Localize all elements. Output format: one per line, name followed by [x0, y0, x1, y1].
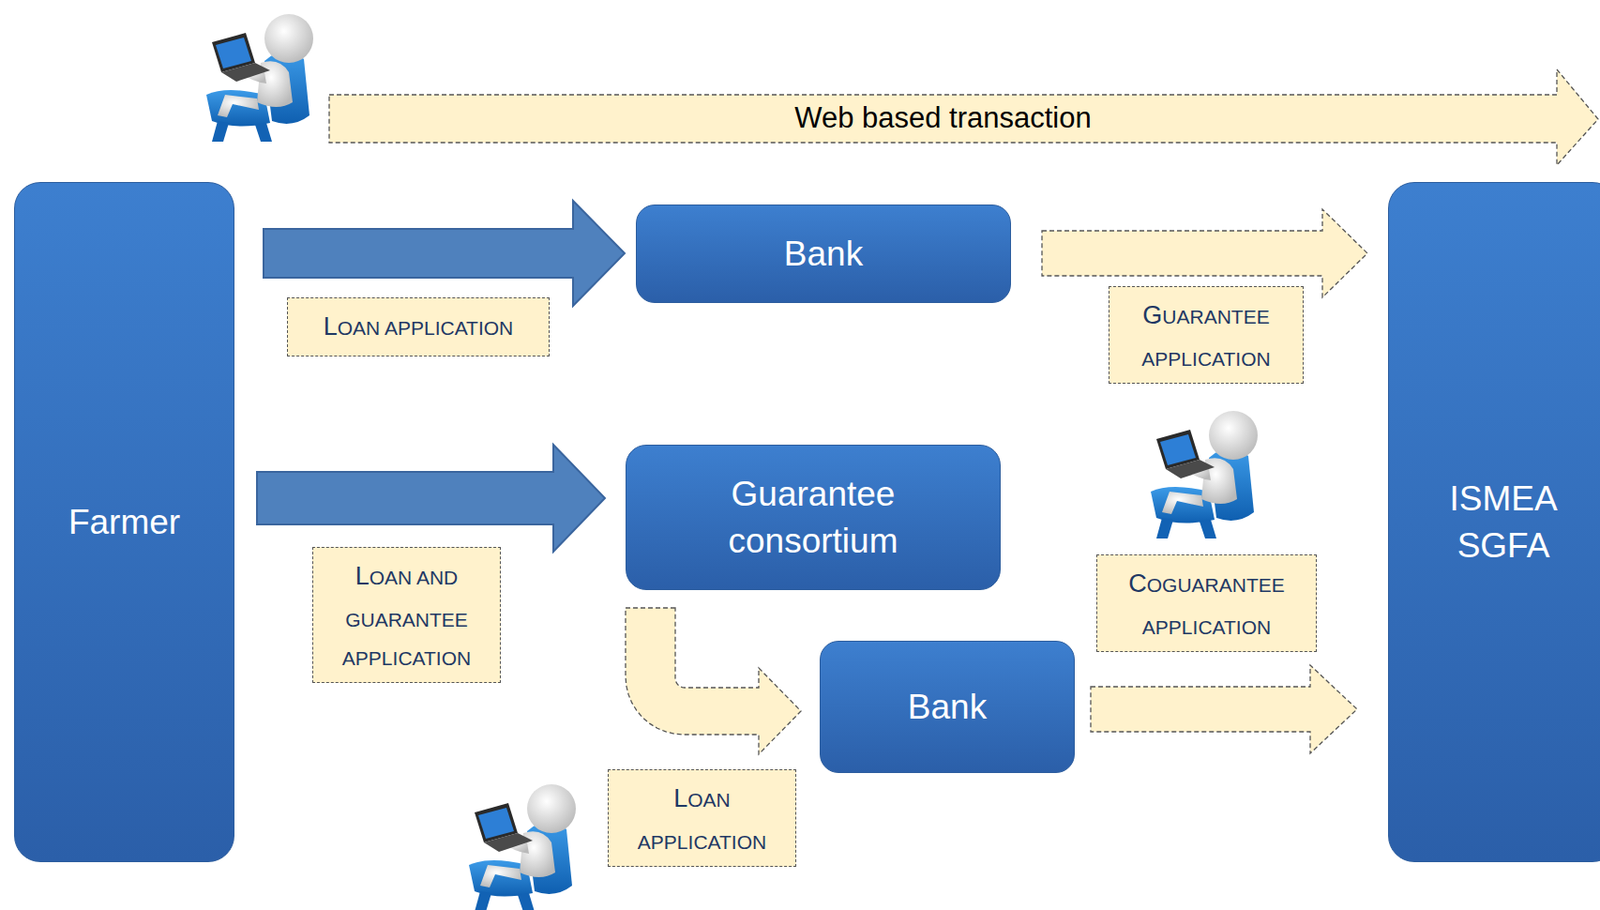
node-label: Guarantee consortium: [681, 470, 945, 565]
process-box: Guarantee consortium: [625, 444, 1001, 590]
edge-label: LOAN APPLICATION: [286, 297, 550, 357]
edge-label: GUARANTEE APPLICATION: [1108, 286, 1304, 384]
block-arrow: [256, 444, 605, 552]
process-box: Bank: [819, 640, 1075, 773]
user-icon: [206, 14, 314, 142]
node-label: Bank: [907, 683, 987, 731]
block-arrow: [1041, 209, 1368, 298]
edge-label: LOAN AND GUARANTEE APPLICATION: [312, 546, 501, 683]
web-transaction-arrow: [329, 69, 1599, 166]
block-arrow: [625, 607, 801, 755]
process-box: Bank: [635, 204, 1012, 303]
block-arrow: [263, 200, 625, 306]
edge-label: COGUARANTEE APPLICATION: [1096, 554, 1317, 652]
block-arrow: [1090, 664, 1358, 754]
actor-column: ISMEA SGFA: [1388, 181, 1600, 862]
user-icon: [1150, 410, 1258, 539]
arrow-caption: Web based transaction: [329, 101, 1557, 136]
edge-label: LOAN APPLICATION: [607, 769, 797, 867]
node-label: Bank: [784, 230, 863, 278]
node-label: Farmer: [68, 498, 181, 546]
actor-column: Farmer: [14, 181, 235, 862]
user-icon: [468, 784, 576, 910]
node-label: ISMEA SGFA: [1433, 475, 1574, 570]
